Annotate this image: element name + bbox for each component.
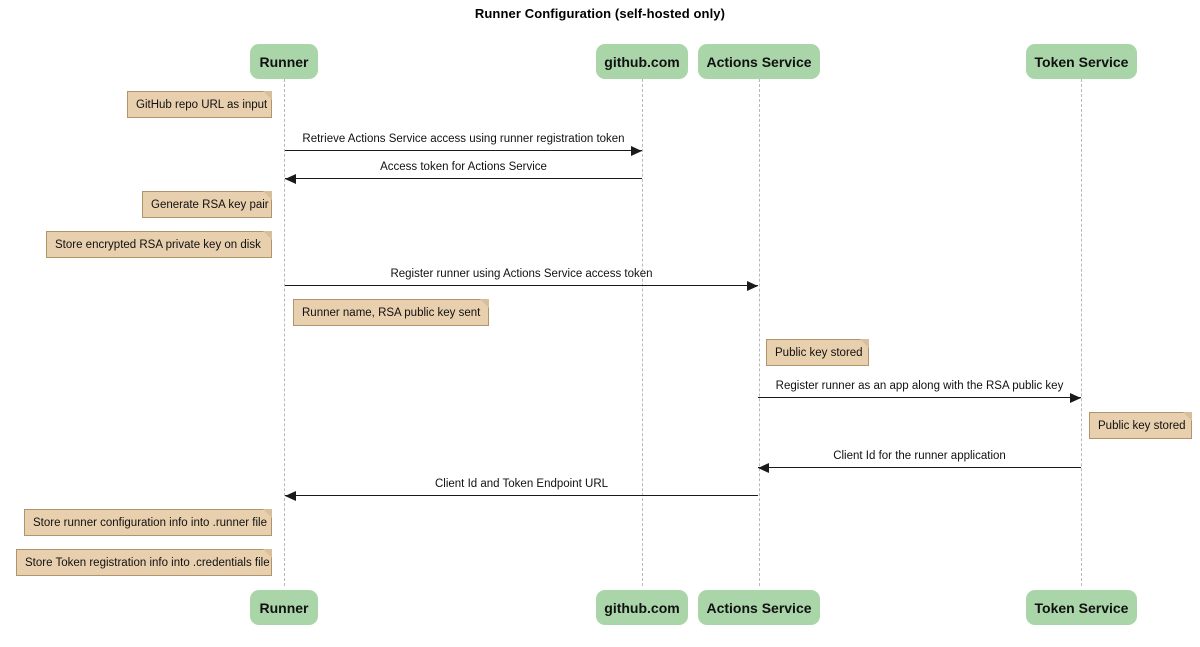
message-label-m2: Access token for Actions Service (380, 161, 547, 173)
participant-github-top[interactable]: github.com (596, 44, 688, 79)
arrowhead-m6 (285, 491, 296, 501)
arrowhead-m4 (1070, 393, 1081, 403)
message-line-m2 (285, 178, 642, 179)
participant-actions-top[interactable]: Actions Service (698, 44, 820, 79)
participant-label: Runner (259, 599, 309, 616)
note-text: Store encrypted RSA private key on disk (55, 238, 261, 251)
participant-actions-bottom[interactable]: Actions Service (698, 590, 820, 625)
note-text: Generate RSA key pair (151, 198, 269, 211)
note-fold-icon (263, 231, 272, 240)
note-n6: Public key stored (1089, 412, 1192, 439)
note-text: Public key stored (775, 346, 863, 359)
note-fold-icon (1183, 412, 1192, 421)
note-n7: Store runner configuration info into .ru… (24, 509, 272, 536)
participant-label: Actions Service (706, 53, 812, 70)
note-text: Store runner configuration info into .ru… (33, 516, 267, 529)
message-label-m3: Register runner using Actions Service ac… (390, 268, 653, 280)
arrowhead-m2 (285, 174, 296, 184)
note-text: Runner name, RSA public key sent (302, 306, 481, 319)
note-n2: Generate RSA key pair (142, 191, 272, 218)
lifeline-token (1081, 79, 1082, 586)
arrowhead-m5 (758, 463, 769, 473)
note-text: Store Token registration info into .cred… (25, 556, 270, 569)
participant-label: github.com (604, 599, 680, 616)
note-fold-icon (263, 191, 272, 200)
note-text: Public key stored (1098, 419, 1186, 432)
note-n3: Store encrypted RSA private key on disk (46, 231, 272, 258)
message-line-m6 (285, 495, 758, 496)
participant-label: Runner (259, 53, 309, 70)
message-label-m1: Retrieve Actions Service access using ru… (302, 133, 625, 145)
note-n1: GitHub repo URL as input (127, 91, 272, 118)
message-line-m5 (758, 467, 1081, 468)
note-n4: Runner name, RSA public key sent (293, 299, 489, 326)
message-label-m5: Client Id for the runner application (833, 450, 1006, 462)
message-label-m6: Client Id and Token Endpoint URL (434, 478, 609, 490)
note-fold-icon (263, 549, 272, 558)
arrowhead-m1 (631, 146, 642, 156)
lifeline-actions (759, 79, 760, 586)
note-fold-icon (480, 299, 489, 308)
participant-label: Token Service (1034, 599, 1129, 616)
participant-runner-top[interactable]: Runner (250, 44, 318, 79)
participant-token-top[interactable]: Token Service (1026, 44, 1137, 79)
message-line-m1 (285, 150, 642, 151)
note-fold-icon (263, 91, 272, 100)
lifeline-github (642, 79, 643, 586)
note-n5: Public key stored (766, 339, 869, 366)
note-fold-icon (263, 509, 272, 518)
participant-token-bottom[interactable]: Token Service (1026, 590, 1137, 625)
note-fold-icon (860, 339, 869, 348)
message-label-m4: Register runner as an app along with the… (775, 380, 1064, 392)
note-n8: Store Token registration info into .cred… (16, 549, 272, 576)
participant-github-bottom[interactable]: github.com (596, 590, 688, 625)
lifeline-runner (284, 79, 285, 586)
participant-label: github.com (604, 53, 680, 70)
note-text: GitHub repo URL as input (136, 98, 268, 111)
message-line-m4 (758, 397, 1081, 398)
participant-runner-bottom[interactable]: Runner (250, 590, 318, 625)
participant-label: Actions Service (706, 599, 812, 616)
participant-label: Token Service (1034, 53, 1129, 70)
page-title: Runner Configuration (self-hosted only) (474, 6, 726, 21)
message-line-m3 (285, 285, 758, 286)
arrowhead-m3 (747, 281, 758, 291)
